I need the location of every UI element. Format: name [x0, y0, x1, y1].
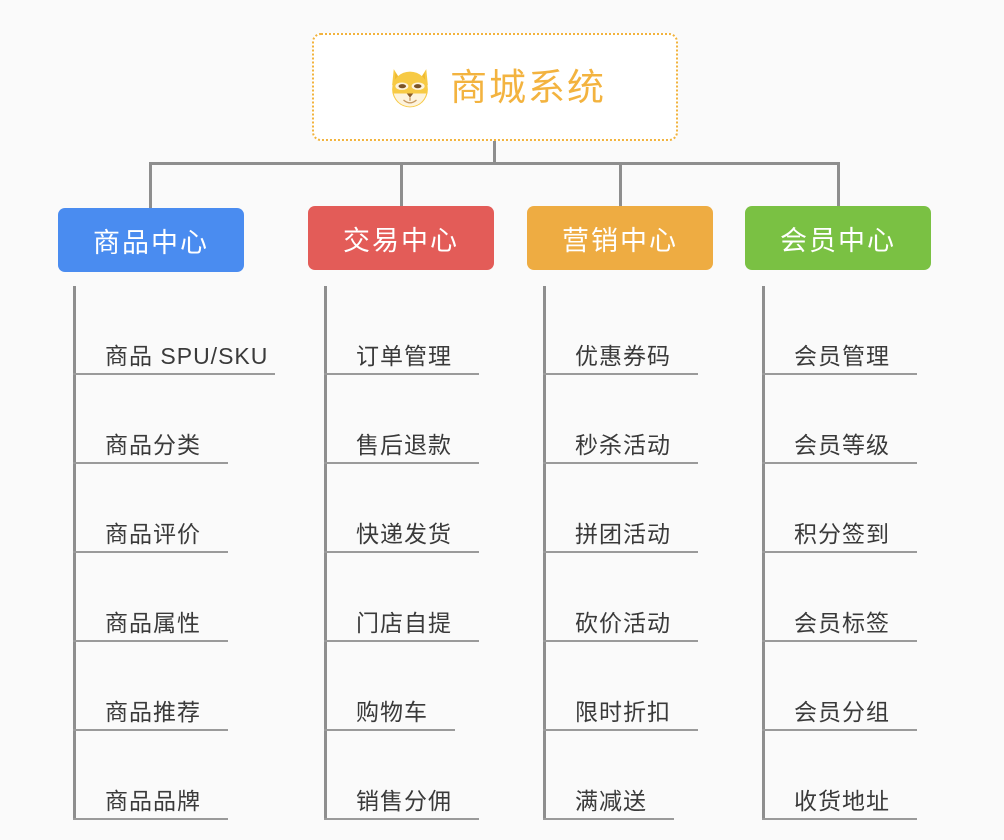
leaf-item[interactable]: 优惠券码 [543, 286, 698, 375]
category-header-product[interactable]: 商品中心 [58, 208, 244, 272]
root-title: 商城系统 [450, 66, 606, 108]
leaf-underline [762, 551, 917, 553]
leaf-item[interactable]: 收货地址 [762, 731, 917, 820]
leaf-underline [762, 462, 917, 464]
leaf-underline [324, 373, 479, 375]
leaf-underline [762, 640, 917, 642]
leaf-column-marketing: 优惠券码 秒杀活动 拼团活动 砍价活动 限时折扣 满减送 [543, 286, 698, 820]
leaf-item-label: 优惠券码 [575, 342, 671, 369]
leaf-underline [73, 729, 228, 731]
category-header-trade[interactable]: 交易中心 [308, 206, 494, 270]
leaf-item-label: 商品属性 [105, 609, 201, 636]
leaf-underline [543, 729, 698, 731]
shiba-dog-face-icon [392, 69, 428, 110]
leaf-underline [543, 640, 698, 642]
leaf-item-label: 购物车 [356, 698, 428, 725]
leaf-item-label: 售后退款 [356, 431, 452, 458]
leaf-item-label: 满减送 [575, 787, 647, 814]
category-header-member[interactable]: 会员中心 [745, 206, 931, 270]
leaf-underline [762, 818, 917, 820]
leaf-item[interactable]: 砍价活动 [543, 553, 698, 642]
leaf-item-label: 快递发货 [356, 520, 452, 547]
leaf-item[interactable]: 门店自提 [324, 553, 479, 642]
leaf-item-label: 收货地址 [794, 787, 890, 814]
leaf-item[interactable]: 商品属性 [73, 553, 268, 642]
connector-drop-column-1 [149, 162, 152, 209]
leaf-item-label: 秒杀活动 [575, 431, 671, 458]
leaf-item-label: 订单管理 [356, 342, 452, 369]
connector-drop-column-2 [400, 162, 403, 209]
leaf-item-label: 限时折扣 [575, 698, 671, 725]
leaf-column-trade: 订单管理 售后退款 快递发货 门店自提 购物车 销售分佣 [324, 286, 479, 820]
leaf-item[interactable]: 商品评价 [73, 464, 268, 553]
leaf-item[interactable]: 售后退款 [324, 375, 479, 464]
leaf-underline [73, 551, 228, 553]
leaf-item[interactable]: 会员管理 [762, 286, 917, 375]
category-header-label: 会员中心 [780, 225, 896, 256]
leaf-underline [324, 818, 479, 820]
leaf-item[interactable]: 限时折扣 [543, 642, 698, 731]
connector-drop-column-4 [837, 162, 840, 209]
leaf-item-label: 拼团活动 [575, 520, 671, 547]
leaf-item-label: 销售分佣 [356, 787, 452, 814]
leaf-underline [543, 462, 698, 464]
leaf-item-label: 砍价活动 [575, 609, 671, 636]
leaf-item[interactable]: 商品推荐 [73, 642, 268, 731]
leaf-item[interactable]: 拼团活动 [543, 464, 698, 553]
leaf-item-label: 会员标签 [794, 609, 890, 636]
connector-root-stem [493, 141, 496, 164]
leaf-item[interactable]: 会员标签 [762, 553, 917, 642]
leaf-item-label: 商品 SPU/SKU [105, 342, 269, 369]
category-header-label: 营销中心 [562, 225, 678, 256]
root-node-shop-system[interactable]: 商城系统 [312, 33, 678, 141]
leaf-item-label: 会员管理 [794, 342, 890, 369]
leaf-underline [324, 640, 479, 642]
leaf-column-product: 商品 SPU/SKU 商品分类 商品评价 商品属性 商品推荐 商品品牌 [73, 286, 275, 820]
connector-horizontal-bus [150, 162, 840, 165]
leaf-underline [543, 551, 698, 553]
leaf-underline [762, 729, 917, 731]
leaf-spine [762, 286, 765, 820]
leaf-underline [762, 373, 917, 375]
category-header-label: 交易中心 [343, 225, 459, 256]
leaf-item[interactable]: 积分签到 [762, 464, 917, 553]
leaf-underline [73, 462, 228, 464]
connector-drop-column-3 [619, 162, 622, 209]
leaf-underline [73, 818, 228, 820]
leaf-item[interactable]: 商品分类 [73, 375, 268, 464]
leaf-item-label: 商品分类 [105, 431, 201, 458]
leaf-spine [73, 286, 76, 820]
leaf-underline [324, 729, 455, 731]
leaf-underline [324, 462, 479, 464]
leaf-underline [543, 818, 674, 820]
leaf-item-label: 会员等级 [794, 431, 890, 458]
leaf-item[interactable]: 商品 SPU/SKU [73, 286, 275, 375]
leaf-item-label: 商品评价 [105, 520, 201, 547]
leaf-item[interactable]: 销售分佣 [324, 731, 479, 820]
leaf-item-label: 门店自提 [356, 609, 452, 636]
leaf-item-label: 商品品牌 [105, 787, 201, 814]
leaf-item[interactable]: 购物车 [324, 642, 455, 731]
leaf-item[interactable]: 商品品牌 [73, 731, 268, 820]
leaf-underline [73, 640, 228, 642]
leaf-item-label: 积分签到 [794, 520, 890, 547]
leaf-item-label: 商品推荐 [105, 698, 201, 725]
leaf-underline [543, 373, 698, 375]
category-header-marketing[interactable]: 营销中心 [527, 206, 713, 270]
leaf-spine [543, 286, 546, 820]
leaf-item[interactable]: 订单管理 [324, 286, 479, 375]
leaf-underline [324, 551, 479, 553]
leaf-column-member: 会员管理 会员等级 积分签到 会员标签 会员分组 收货地址 [762, 286, 917, 820]
category-header-label: 商品中心 [93, 227, 209, 258]
leaf-underline [73, 373, 275, 375]
leaf-spine [324, 286, 327, 820]
leaf-item[interactable]: 秒杀活动 [543, 375, 698, 464]
leaf-item[interactable]: 会员分组 [762, 642, 917, 731]
leaf-item-label: 会员分组 [794, 698, 890, 725]
leaf-item[interactable]: 满减送 [543, 731, 674, 820]
leaf-item[interactable]: 会员等级 [762, 375, 917, 464]
leaf-item[interactable]: 快递发货 [324, 464, 479, 553]
